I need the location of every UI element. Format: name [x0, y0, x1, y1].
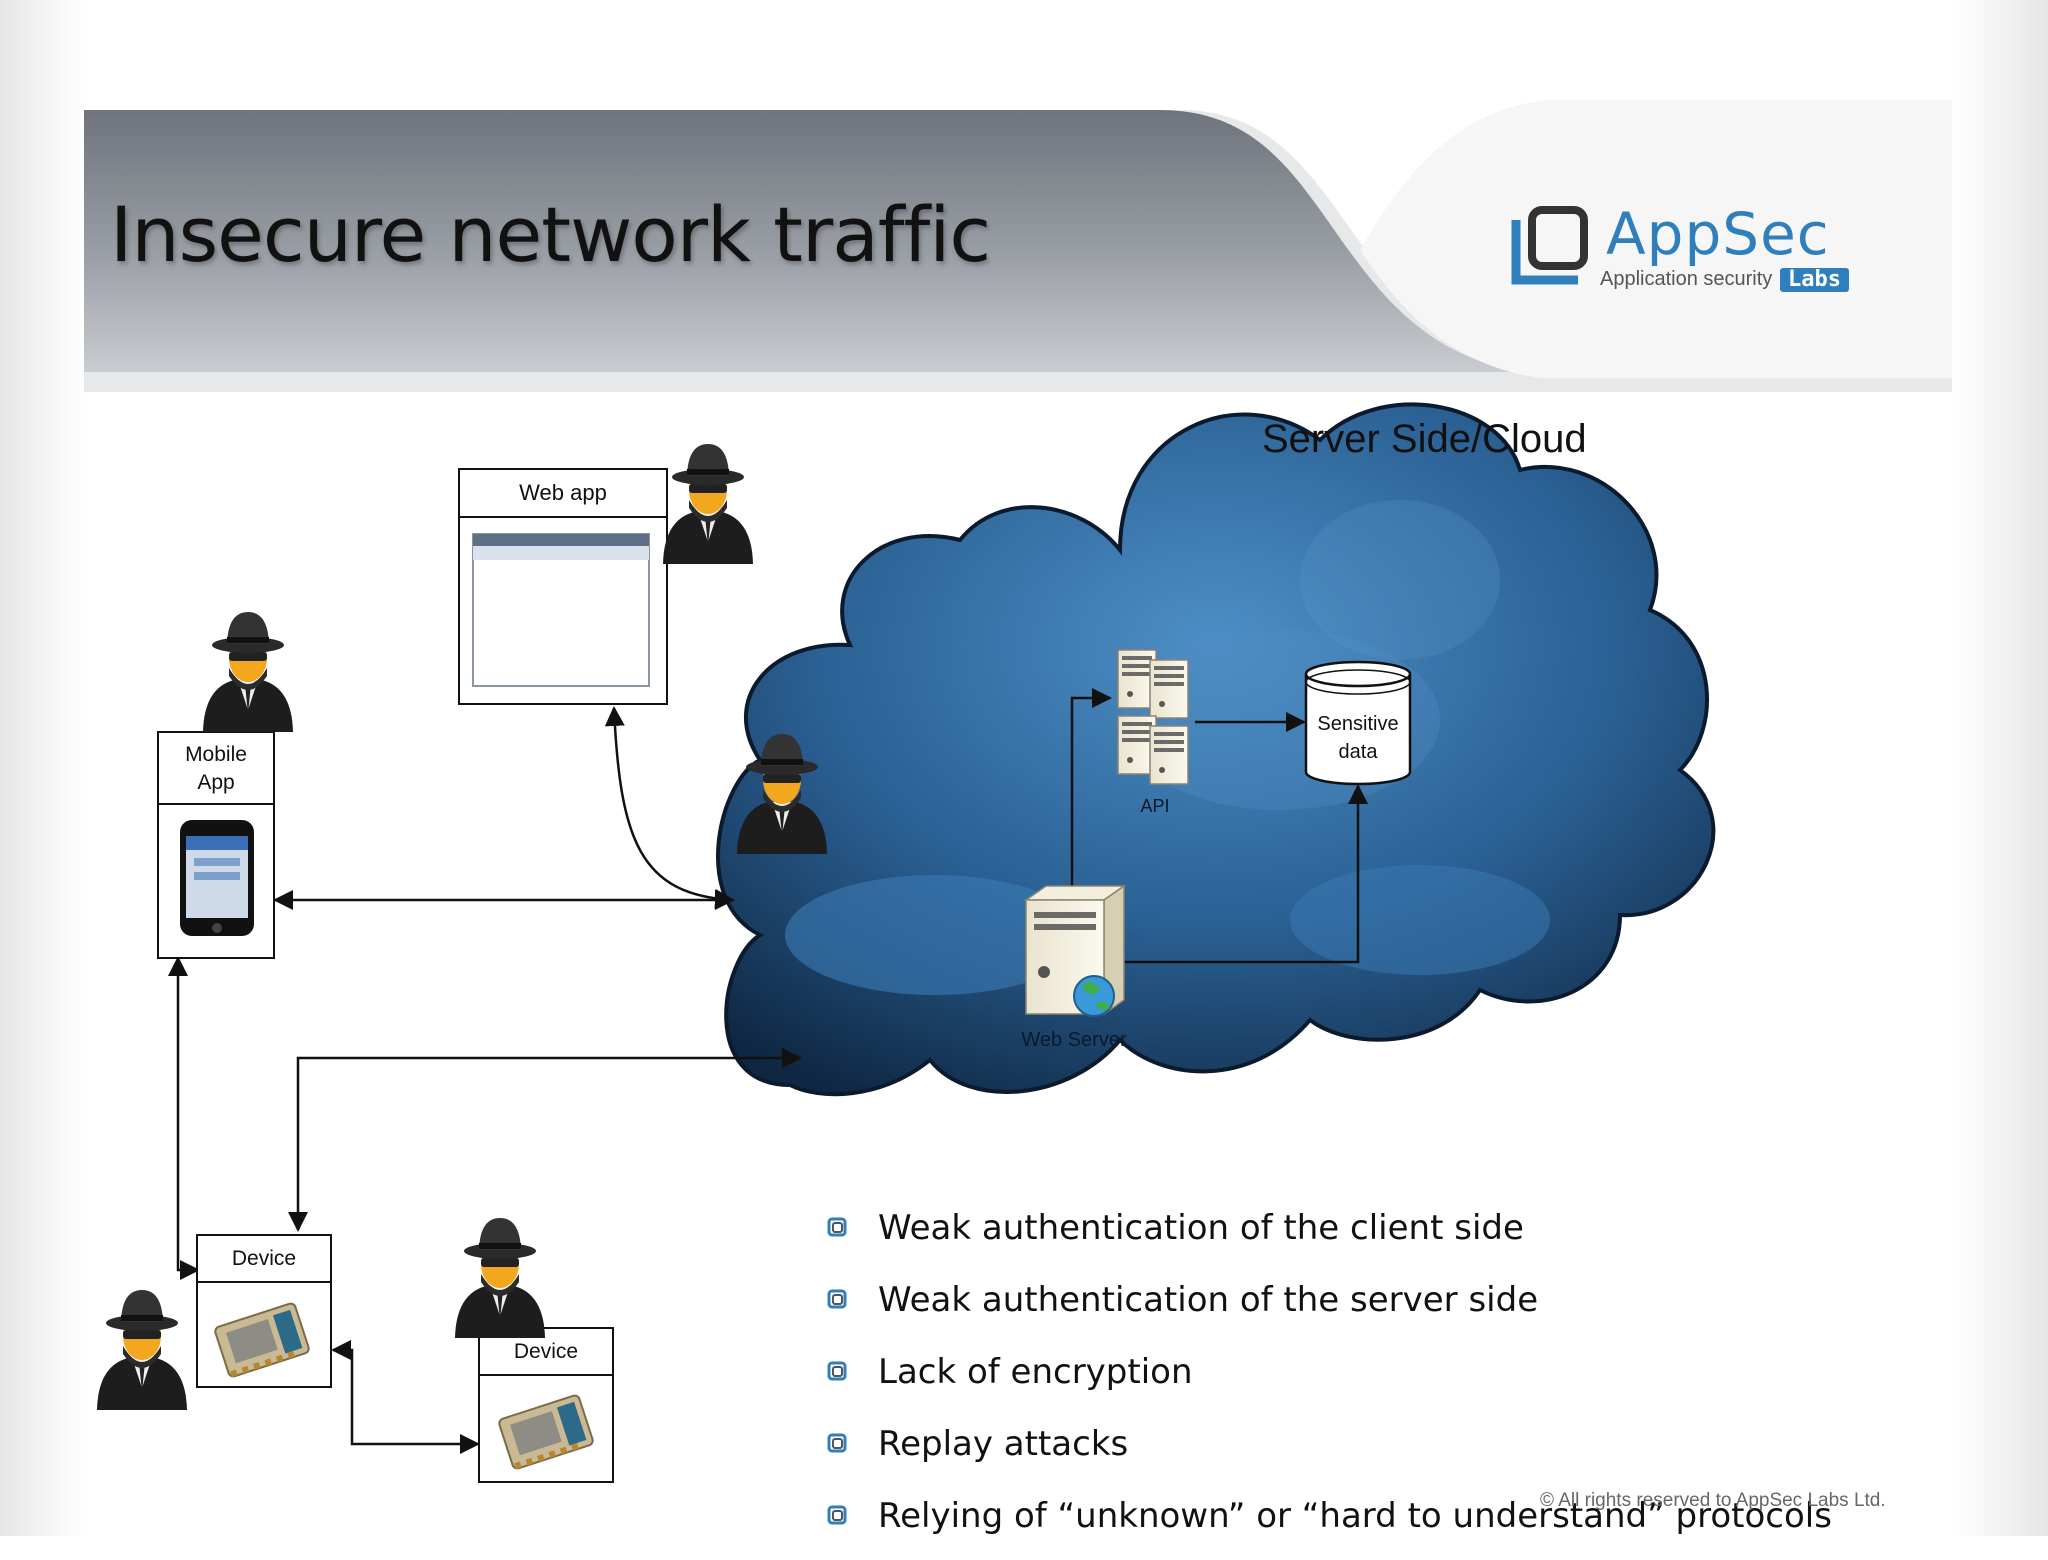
smartphone-icon	[180, 820, 254, 936]
sensitive-data-database-icon	[1304, 660, 1412, 786]
device-node-1	[196, 1234, 332, 1388]
slide-title: Insecure network traffic	[110, 190, 991, 279]
logo-mark-icon	[1511, 206, 1588, 285]
link-device-cloud	[288, 1048, 802, 1232]
header-logo-panel	[1360, 100, 1952, 378]
bullet-item: Relying of “unknown” or “hard to underst…	[826, 1488, 1832, 1560]
api-label: API	[1140, 796, 1169, 816]
bullet-item: Replay attacks	[826, 1416, 1832, 1488]
bullet-square-icon	[827, 1217, 847, 1237]
bullet-item: Lack of encryption	[826, 1344, 1832, 1416]
appsec-labs-logo: AppSec Application security Labs	[1508, 200, 1908, 310]
connectors	[168, 688, 1368, 1454]
logo-tagline: Application security	[1600, 268, 1773, 290]
mobile-app-node	[157, 731, 275, 959]
cloud-label: Server Side/Cloud	[1262, 417, 1587, 461]
bullet-square-icon	[827, 1433, 847, 1453]
web-server-label: Web Server	[1021, 1029, 1127, 1051]
bullet-item: Weak authentication of the server side	[826, 1272, 1832, 1344]
device-node-2	[478, 1327, 614, 1483]
bullet-item: Weak authentication of the client side	[826, 1200, 1832, 1272]
link-webserver-data	[1124, 784, 1368, 964]
copyright-notice: © All rights reserved to AppSec Labs Ltd…	[1540, 1490, 1886, 1511]
mobile-app-label-line2: App	[197, 771, 234, 794]
sensitive-data-label-line2: data	[1339, 741, 1379, 763]
bullet-square-icon	[827, 1289, 847, 1309]
web-app-node	[458, 468, 668, 705]
web-server-icon	[1023, 884, 1127, 1017]
mobile-app-label-line1: Mobile	[185, 743, 247, 766]
bullet-square-icon	[827, 1505, 847, 1525]
bullet-list: Weak authentication of the client side W…	[826, 1200, 1832, 1560]
bullet-text: Weak authentication of the client side	[878, 1208, 1524, 1248]
api-servers-icon	[1117, 649, 1189, 785]
header-band	[84, 110, 1520, 372]
left-edge-shade	[0, 0, 84, 1536]
bullet-text: Lack of encryption	[878, 1352, 1193, 1392]
globe-icon	[1073, 975, 1115, 1017]
link-webserver-api	[1070, 688, 1112, 890]
bullet-text: Relying of “unknown” or “hard to underst…	[878, 1496, 1832, 1536]
device-2-label: Device	[514, 1340, 578, 1363]
bullet-square-icon	[827, 1361, 847, 1381]
logo-name: AppSec	[1606, 200, 1830, 268]
bullet-text: Replay attacks	[878, 1424, 1129, 1464]
link-device-device	[331, 1340, 480, 1454]
device-1-label: Device	[232, 1247, 296, 1270]
link-mobile-device	[168, 956, 200, 1280]
bullet-text: Weak authentication of the server side	[878, 1280, 1539, 1320]
logo-labs: Labs	[1780, 268, 1849, 292]
right-edge-shade	[1952, 0, 2048, 1536]
sensitive-data-label-line1: Sensitive	[1317, 713, 1398, 735]
web-app-label: Web app	[519, 480, 607, 505]
